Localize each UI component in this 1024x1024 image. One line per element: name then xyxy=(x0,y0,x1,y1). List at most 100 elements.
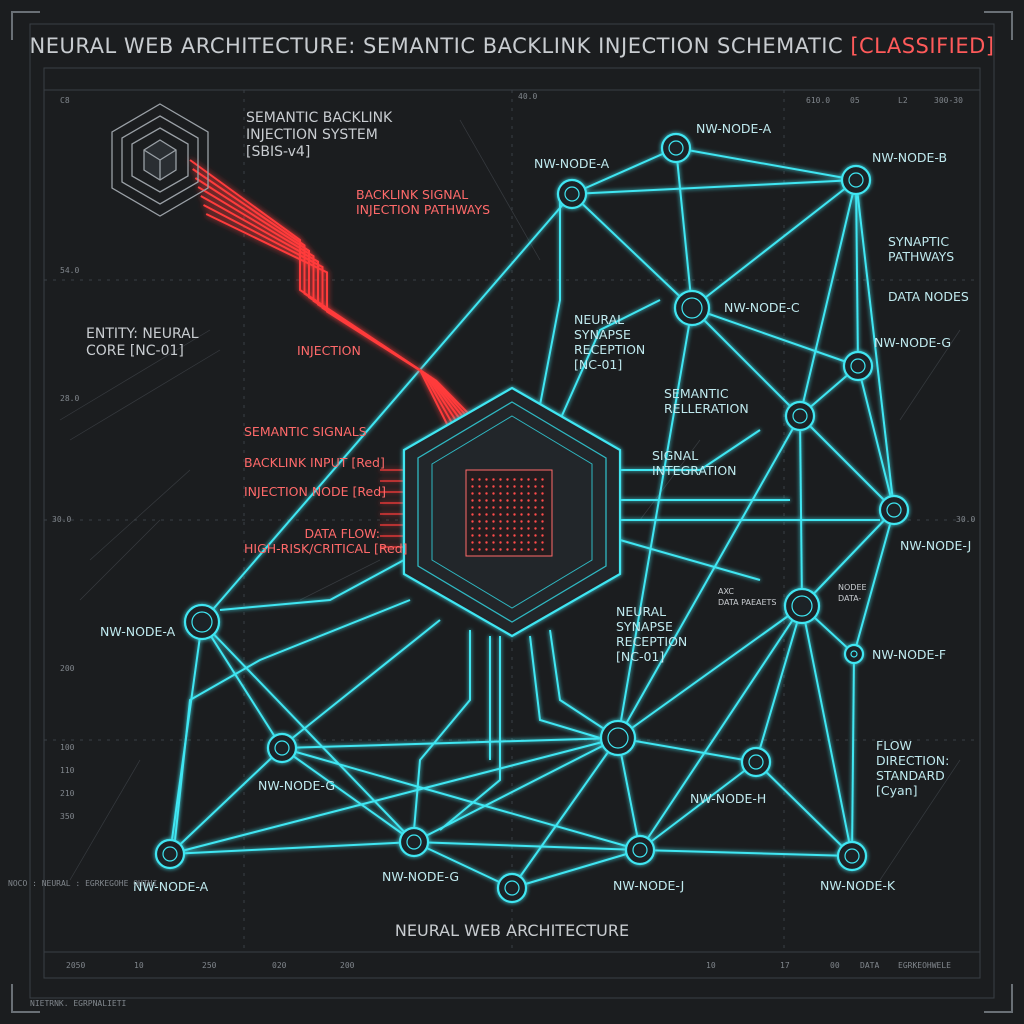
node-label-j-bottom: NW-NODE-J xyxy=(613,878,685,893)
tick-100: 100 xyxy=(60,743,75,752)
label-sbis: SEMANTIC BACKLINK INJECTION SYSTEM [SBIS… xyxy=(246,110,393,160)
tick-b4: 020 xyxy=(272,961,287,970)
tick-28: 28.0 xyxy=(60,394,80,403)
tick-b6: 10 xyxy=(706,961,716,970)
sbis-hexagon-icon xyxy=(111,103,209,217)
network-node xyxy=(266,732,298,764)
network-link xyxy=(755,761,853,857)
label-data-flow: DATA FLOW: HIGH-RISK/CRITICAL [Red] xyxy=(244,526,408,556)
injection-line xyxy=(197,186,498,471)
classified-badge: [CLASSIFIED] xyxy=(850,34,995,58)
node-label-a-top-center: NW-NODE-A xyxy=(696,121,772,136)
injection-line xyxy=(189,159,471,471)
tick-c8: C8 xyxy=(60,96,70,105)
network-node xyxy=(740,746,772,778)
label-backlink-pathways: BACKLINK SIGNAL INJECTION PATHWAYS xyxy=(356,187,491,217)
network-node xyxy=(496,872,528,904)
network-link xyxy=(855,179,859,367)
label-entity: ENTITY: NEURAL CORE [NC-01] xyxy=(86,326,199,359)
node-label-c: NW-NODE-C xyxy=(724,300,800,315)
tick-b10: EGRKEOHWELE xyxy=(898,961,951,970)
network-node xyxy=(154,838,186,870)
tick-b2: 10 xyxy=(134,961,144,970)
network-link xyxy=(571,179,857,195)
network-node-core xyxy=(504,880,520,896)
bus-line xyxy=(549,629,619,739)
network-link xyxy=(853,509,895,655)
side-note: NOCO : NEURAL : EGRKEGOHE OHTHI xyxy=(8,879,158,888)
label-data-nodes: DATA NODES xyxy=(888,289,969,304)
node-label-k: NW-NODE-K xyxy=(820,878,896,893)
network-node-core xyxy=(668,140,684,156)
bus-line xyxy=(529,635,601,739)
injection-node-chip xyxy=(465,469,553,557)
network-node xyxy=(183,603,221,641)
network-link xyxy=(691,307,859,367)
network-node-core xyxy=(274,740,290,756)
network-link xyxy=(571,147,677,195)
network-link xyxy=(201,193,573,623)
tick-200: 200 xyxy=(60,664,75,673)
network-link xyxy=(617,307,693,739)
network-node-core xyxy=(191,611,213,633)
label-signal-integration: SIGNAL INTEGRATION xyxy=(652,448,737,478)
network-node-core xyxy=(886,502,902,518)
neural-network-links xyxy=(169,147,895,889)
tick-b1: 2050 xyxy=(66,961,86,970)
bus-line xyxy=(289,619,441,741)
blueprint-frame xyxy=(11,11,1013,1013)
network-node-core xyxy=(564,186,580,202)
injection-line xyxy=(205,213,525,471)
tick-tr4: 300-30 xyxy=(934,96,963,105)
label-flow-direction: FLOW DIRECTION: STANDARD [Cyan] xyxy=(876,738,950,798)
network-link xyxy=(639,605,803,851)
node-label-h: NW-NODE-H xyxy=(690,791,767,806)
network-link xyxy=(281,737,619,749)
network-link xyxy=(511,849,641,889)
tick-210: 210 xyxy=(60,789,75,798)
network-node xyxy=(784,400,816,432)
network-node xyxy=(398,826,430,858)
network-link xyxy=(799,415,895,511)
tick-110: 110 xyxy=(60,766,75,775)
network-node-core xyxy=(162,846,178,862)
label-axc: AXC DATA PAEAETS xyxy=(718,587,777,607)
network-link xyxy=(413,841,641,851)
network-link xyxy=(169,747,283,855)
tick-350: 350 xyxy=(60,812,75,821)
node-label-g-mid: NW-NODE-G xyxy=(258,778,336,793)
network-link xyxy=(201,621,415,843)
bus-line xyxy=(439,636,501,831)
node-label-a-top-left: NW-NODE-A xyxy=(534,156,610,171)
network-link xyxy=(201,621,283,749)
network-link xyxy=(851,653,855,857)
node-label-g-bottom: NW-NODE-G xyxy=(382,869,460,884)
network-node-core xyxy=(607,727,629,749)
network-link xyxy=(675,147,857,181)
network-link xyxy=(511,737,619,889)
network-node-core xyxy=(791,595,813,617)
network-link xyxy=(169,737,619,855)
network-link xyxy=(857,365,895,511)
network-node xyxy=(660,132,692,164)
label-synaptic-pathways: SYNAPTIC PATHWAYS xyxy=(888,234,955,264)
bus-line xyxy=(559,299,661,421)
network-node xyxy=(783,587,821,625)
label-semantic-signals: SEMANTIC SIGNALS xyxy=(244,424,367,439)
network-link xyxy=(801,605,853,857)
network-link xyxy=(691,307,801,417)
tick-54: 54.0 xyxy=(60,266,80,275)
node-label-f: NW-NODE-F xyxy=(872,647,947,662)
network-node-core xyxy=(850,358,866,374)
network-link xyxy=(413,737,619,843)
tick-tr1: 610.0 xyxy=(806,96,831,105)
tick-40: 40.0 xyxy=(518,92,538,101)
page-title: NEURAL WEB ARCHITECTURE: SEMANTIC BACKLI… xyxy=(29,34,995,58)
sketch-hatching xyxy=(59,119,961,881)
network-node-core xyxy=(844,848,860,864)
network-link xyxy=(617,605,803,739)
injection-line xyxy=(192,168,480,471)
network-node-core xyxy=(632,842,648,858)
bus-line xyxy=(539,200,561,406)
node-label-j-right: NW-NODE-J xyxy=(900,538,972,553)
